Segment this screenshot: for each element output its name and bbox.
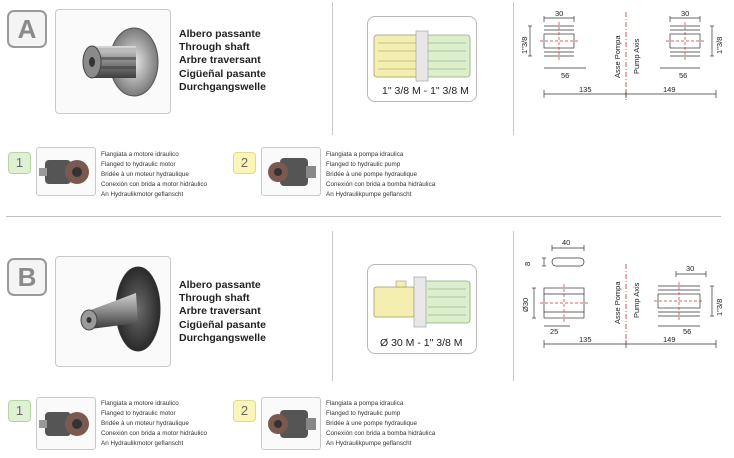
section-b-shaft-label: Ø 30 M - 1" 3/8 M	[380, 337, 463, 349]
section-a-divider-1	[332, 2, 333, 135]
section-a-option-1-photo	[36, 147, 96, 196]
option-line: Flangiata a motore idraulico	[101, 400, 179, 407]
dim-b-left-diameter: Ø30	[521, 298, 530, 312]
axis-b-label-2: Pump Axis	[632, 282, 641, 318]
desc-de: Durchgangswelle	[179, 331, 266, 344]
option-line: Flanged to hydraulic pump	[326, 410, 401, 417]
section-b-description: Albero passante Through shaft Arbre trav…	[179, 279, 266, 345]
section-a-option-2-text: Flangiata a pompa idraulica Flanged to h…	[326, 150, 435, 200]
section-a-badge: A	[7, 10, 47, 48]
section-b-divider-2	[513, 231, 514, 381]
hydraulic-pump-image	[268, 410, 316, 438]
desc-fr: Arbre traversant	[179, 305, 261, 318]
option-line: Conexión con brida a bomba hidráulica	[326, 430, 436, 437]
desc-de: Durchgangswelle	[179, 80, 266, 93]
section-b-badge: B	[7, 258, 47, 296]
desc-en: Through shaft	[179, 41, 250, 54]
dim-a-bottom-right: 149	[663, 85, 676, 94]
dim-a-top-left: 30	[555, 9, 563, 18]
desc-fr: Arbre traversant	[179, 54, 261, 67]
section-a-description: Albero passante Through shaft Arbre trav…	[179, 28, 266, 94]
section-a-dimension-drawing: 30 30 1"3/8 1"3/8 Asse Pompa Pump Axis 5…	[520, 9, 724, 100]
shaft-diagram-icon	[373, 30, 471, 82]
section-b-dimension-drawing: 40 8 Ø30 25 30 1"3/8 Asse Pompa Pump Axi…	[521, 238, 724, 348]
dim-b-key-width: 40	[562, 238, 570, 247]
option-line: Flangiata a motore idraulico	[101, 151, 179, 158]
section-b-divider-1	[332, 231, 333, 381]
option-line: An Hydraulikmotor geflanscht	[101, 191, 184, 198]
section-a-option-2-photo	[261, 147, 321, 196]
section-a-shaft-label: 1" 3/8 M - 1" 3/8 M	[382, 85, 469, 97]
section-b-option-1-badge: 1	[8, 400, 31, 422]
section-b-shaft-diagram: Ø 30 M - 1" 3/8 M	[367, 264, 477, 354]
shaft-diagram-icon	[373, 276, 471, 328]
desc-it: Albero passante	[179, 28, 261, 40]
dim-a-right-inner: 56	[679, 71, 687, 80]
dim-a-bottom-left: 135	[579, 85, 592, 94]
desc-es: Cigüeñal pasante	[179, 318, 266, 331]
section-b-option-2-badge: 2	[233, 400, 256, 422]
dim-b-key-height: 8	[523, 262, 532, 266]
section-a-shaft-photo	[55, 9, 171, 114]
option-line: An Hydraulikpumpe geflanscht	[326, 440, 412, 447]
section-a-divider-2	[513, 2, 514, 135]
through-shaft-image	[82, 27, 159, 97]
option-line: Flanged to hydraulic pump	[326, 161, 401, 168]
dim-b-top-right: 30	[686, 264, 694, 273]
section-a-option-1-badge: 1	[8, 152, 31, 174]
section-separator	[6, 216, 721, 217]
section-a-option-2-badge: 2	[233, 152, 256, 174]
dim-a-left-inner: 56	[561, 71, 569, 80]
section-b-option-1-text: Flangiata a motore idraulico Flanged to …	[101, 399, 207, 449]
section-a-option-1-text: Flangiata a motore idraulico Flanged to …	[101, 150, 207, 200]
option-line: An Hydraulikmotor geflanscht	[101, 440, 184, 447]
hydraulic-motor-image	[39, 412, 89, 436]
dim-b-right-inner: 56	[683, 327, 691, 336]
dim-a-top-right: 30	[681, 9, 689, 18]
axis-a-label-1: Asse Pompa	[613, 35, 622, 78]
hydraulic-motor-image	[39, 160, 89, 184]
option-line: Flangiata a pompa idraulica	[326, 400, 404, 407]
option-line: Conexión con brida a motor hidráulico	[101, 181, 208, 188]
dim-b-bottom-left: 135	[579, 335, 592, 344]
section-b-option-2-text: Flangiata a pompa idraulica Flanged to h…	[326, 399, 435, 449]
dim-b-left-inner: 25	[550, 327, 558, 336]
section-b-option-2-photo	[261, 397, 321, 450]
section-b-option-1-photo	[36, 397, 96, 450]
option-line: Bridée à un moteur hydraulique	[101, 420, 189, 427]
section-a-shaft-diagram: 1" 3/8 M - 1" 3/8 M	[367, 16, 477, 102]
dim-a-left-height: 1"3/8	[520, 37, 529, 54]
desc-es: Cigüeñal pasante	[179, 67, 266, 80]
option-line: Flanged to hydraulic motor	[101, 161, 176, 168]
axis-b-label-1: Asse Pompa	[613, 281, 622, 324]
option-line: Bridée à un moteur hydraulique	[101, 171, 189, 178]
option-line: An Hydraulikpumpe geflanscht	[326, 191, 412, 198]
option-line: Flanged to hydraulic motor	[101, 410, 176, 417]
desc-en: Through shaft	[179, 292, 250, 305]
option-line: Flangiata a pompa idraulica	[326, 151, 404, 158]
option-line: Conexión con brida a bomba hidráulica	[326, 181, 436, 188]
hydraulic-pump-image	[268, 158, 316, 186]
dim-b-bottom-right: 149	[663, 335, 676, 344]
axis-a-label-2: Pump Axis	[632, 38, 641, 74]
dim-b-right-height: 1"3/8	[715, 299, 724, 316]
option-line: Conexión con brida a motor hidráulico	[101, 430, 208, 437]
option-line: Bridée à une pompe hydraulique	[326, 420, 418, 427]
dim-a-right-height: 1"3/8	[715, 37, 724, 54]
section-b-shaft-photo	[55, 256, 171, 367]
desc-it: Albero passante	[179, 279, 261, 291]
option-line: Bridée à une pompe hydraulique	[326, 171, 418, 178]
through-shaft-image	[80, 266, 161, 352]
